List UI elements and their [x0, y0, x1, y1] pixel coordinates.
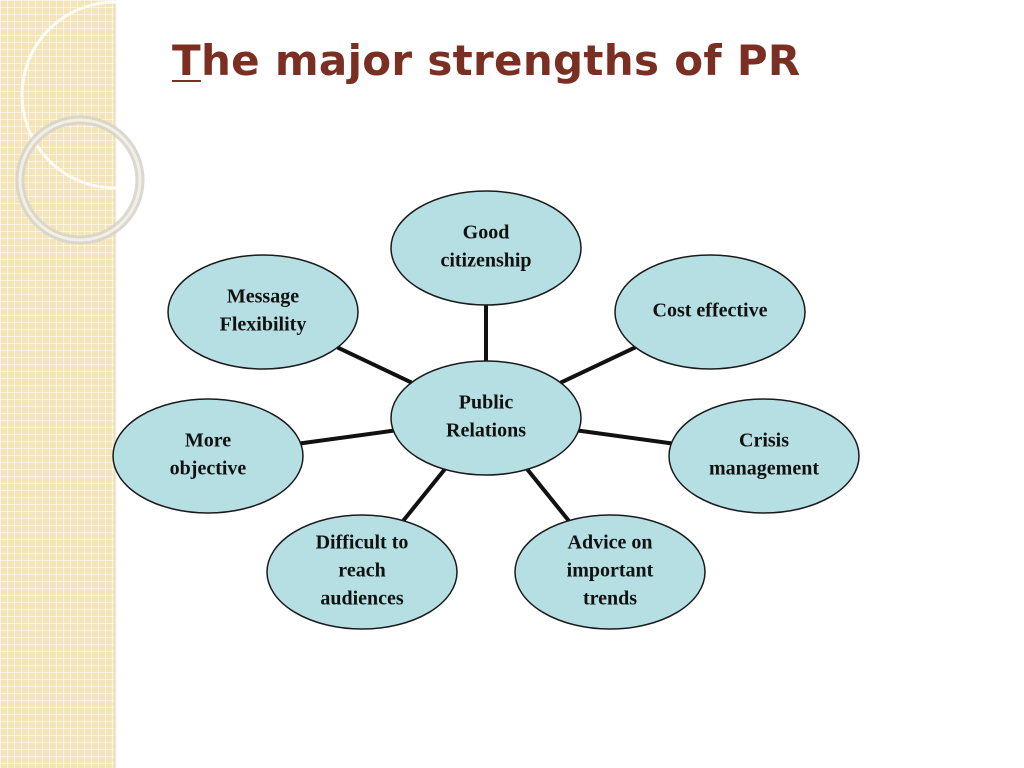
node-cost-effective-label-line: Cost effective	[653, 300, 768, 322]
node-difficult-to-reach-audiences-label-line: reach	[338, 560, 385, 582]
node-advice-on-important-trends: Advice on important trends	[514, 514, 706, 630]
node-difficult-to-reach-audiences-label-line: audiences	[320, 588, 404, 610]
node-difficult-to-reach-audiences-shape	[266, 514, 458, 630]
connector-advice-on-important-trends	[525, 468, 571, 522]
node-difficult-to-reach-audiences: Difficult to reach audiences	[266, 514, 458, 630]
connector-cost-effective	[559, 345, 637, 385]
node-good-citizenship-label-line: Good	[463, 222, 510, 244]
connector-more-objective	[300, 428, 394, 446]
slide-title-rest: he major strengths of PR	[200, 36, 801, 85]
side-strip-edge	[114, 0, 117, 768]
center-node-public-relations-shape	[390, 360, 582, 476]
node-crisis-management-label-line: management	[709, 458, 819, 480]
node-crisis-management-label-line: Crisis	[739, 430, 789, 452]
connector-crisis-management	[578, 428, 672, 446]
connector-difficult-to-reach-audiences	[401, 468, 447, 522]
slide-title: The major strengths of PR	[172, 36, 801, 85]
node-message-flexibility-label-line: Flexibility	[220, 314, 307, 336]
node-message-flexibility-shape	[167, 254, 359, 370]
node-advice-on-important-trends-shape	[514, 514, 706, 630]
node-more-objective-label-line: More	[185, 430, 231, 452]
node-crisis-management: Crisis management	[668, 398, 860, 514]
node-advice-on-important-trends-label-line: Advice on	[568, 532, 653, 554]
node-good-citizenship-shape	[390, 190, 582, 306]
node-more-objective-shape	[112, 398, 304, 514]
node-cost-effective: Cost effective	[614, 254, 806, 370]
center-node-public-relations-label-line: Public	[459, 392, 514, 414]
connector-message-flexibility	[336, 345, 413, 385]
node-crisis-management-shape	[668, 398, 860, 514]
node-more-objective-label-line: objective	[170, 458, 247, 480]
center-node-public-relations-label-line: Relations	[446, 420, 526, 442]
slide-title-first-letter: T	[172, 36, 201, 85]
node-cost-effective-shape	[614, 254, 806, 370]
node-difficult-to-reach-audiences-label-line: Difficult to	[316, 532, 409, 554]
node-more-objective: More objective	[112, 398, 304, 514]
node-message-flexibility-label-line: Message	[227, 286, 299, 308]
connector-lines	[300, 305, 672, 522]
node-good-citizenship-label-line: citizenship	[440, 250, 531, 272]
node-advice-on-important-trends-label-line: trends	[583, 588, 637, 610]
node-good-citizenship: Good citizenship	[390, 190, 582, 306]
node-advice-on-important-trends-label-line: important	[567, 560, 654, 582]
